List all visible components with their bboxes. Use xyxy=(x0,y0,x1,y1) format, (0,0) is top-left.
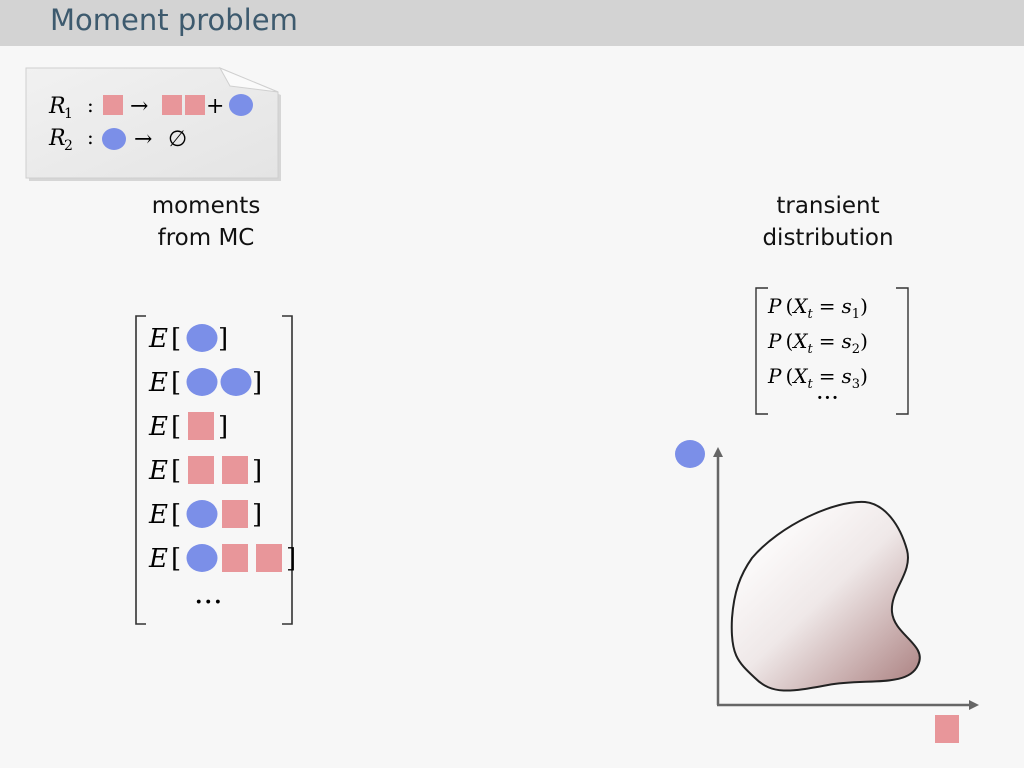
reaction-1-label: R xyxy=(48,94,66,119)
reaction-2-label: R xyxy=(48,126,66,151)
distribution-blob xyxy=(730,500,921,692)
reaction-1-plus: + xyxy=(206,94,224,119)
close-bracket: ] xyxy=(218,412,228,442)
close-bracket: ] xyxy=(286,544,296,574)
moment-row: E[] xyxy=(148,544,296,574)
moment-row: E[] xyxy=(148,368,262,398)
moment-row: E[] xyxy=(148,412,228,442)
slide-header: Moment problem xyxy=(0,0,1024,46)
species-square xyxy=(222,544,248,572)
expectation-symbol: E xyxy=(148,544,168,574)
reaction-1-arrow: → xyxy=(130,94,148,119)
species-circle xyxy=(186,324,218,352)
close-bracket: ] xyxy=(252,456,262,486)
open-bracket: [ xyxy=(171,500,181,530)
probability-vector: P(Xt=s1) P(Xt=s2) P(Xt=s3) ··· xyxy=(755,287,909,415)
distribution-caption-line1: transient xyxy=(776,193,880,219)
moment-row: E[] xyxy=(148,324,228,354)
open-bracket: [ xyxy=(171,456,181,486)
close-bracket: ] xyxy=(252,368,262,398)
moments-left-bracket xyxy=(135,315,146,625)
svg-text:P(Xt=s1): P(Xt=s1) xyxy=(767,294,868,322)
y-axis-circle-icon xyxy=(675,440,705,468)
prob-right-bracket xyxy=(896,287,909,415)
open-bracket: [ xyxy=(171,544,181,574)
species-circle xyxy=(220,368,252,396)
distribution-caption-line2: distribution xyxy=(762,225,894,251)
species-circle xyxy=(186,500,218,528)
species-square xyxy=(188,412,214,440)
prob-left-bracket xyxy=(755,287,768,415)
expectation-symbol: E xyxy=(148,500,168,530)
species-square xyxy=(222,456,248,484)
expectation-symbol: E xyxy=(148,324,168,354)
moments-caption-line2: from MC xyxy=(157,225,255,251)
reaction-2-index: 2 xyxy=(64,138,73,154)
moments-vector: E[]E[]E[]E[]E[]E[] ··· xyxy=(135,315,296,625)
moments-caption: moments from MC xyxy=(116,190,296,254)
reaction-2-arrow: → xyxy=(134,127,152,152)
reaction-note: R 1 : → + R 2 : → ∅ xyxy=(25,66,281,181)
open-bracket: [ xyxy=(171,324,181,354)
prob-row: P(Xt=s3) xyxy=(767,364,868,392)
species-square xyxy=(256,544,282,572)
note-card-body xyxy=(25,67,279,179)
reaction-1-reactant-square xyxy=(103,95,123,115)
species-circle xyxy=(186,368,218,396)
moment-row: E[] xyxy=(148,500,262,530)
prob-ellipsis: ··· xyxy=(816,384,839,412)
reaction-1-index: 1 xyxy=(64,106,73,122)
expectation-symbol: E xyxy=(148,412,168,442)
close-bracket: ] xyxy=(252,500,262,530)
reaction-2-reactant-circle xyxy=(102,128,126,150)
expectation-symbol: E xyxy=(148,368,168,398)
x-axis-square-icon xyxy=(935,715,959,743)
moment-row: E[] xyxy=(148,456,262,486)
reaction-2-empty-set: ∅ xyxy=(168,127,187,152)
reaction-1-product-square xyxy=(185,95,205,115)
moments-right-bracket xyxy=(282,315,293,625)
distribution-caption: transient distribution xyxy=(728,190,928,254)
distribution-plot xyxy=(675,440,979,743)
prob-row: P(Xt=s1) xyxy=(767,294,868,322)
reaction-1-product-circle xyxy=(229,94,253,116)
expectation-symbol: E xyxy=(148,456,168,486)
species-circle xyxy=(186,544,218,572)
reaction-2-colon: : xyxy=(87,125,94,149)
svg-text:P(Xt=s2): P(Xt=s2) xyxy=(767,329,868,357)
moments-ellipsis: ··· xyxy=(194,585,223,620)
species-square xyxy=(222,500,248,528)
prob-row: P(Xt=s2) xyxy=(767,329,868,357)
slide-title: Moment problem xyxy=(50,3,298,37)
open-bracket: [ xyxy=(171,412,181,442)
reaction-1-product-square xyxy=(162,95,182,115)
note-card-fold xyxy=(218,66,279,93)
species-square xyxy=(188,456,214,484)
open-bracket: [ xyxy=(171,368,181,398)
svg-text:P(Xt=s3): P(Xt=s3) xyxy=(767,364,868,392)
reaction-1-colon: : xyxy=(87,93,94,117)
close-bracket: ] xyxy=(218,324,228,354)
moments-caption-line1: moments xyxy=(151,193,261,219)
